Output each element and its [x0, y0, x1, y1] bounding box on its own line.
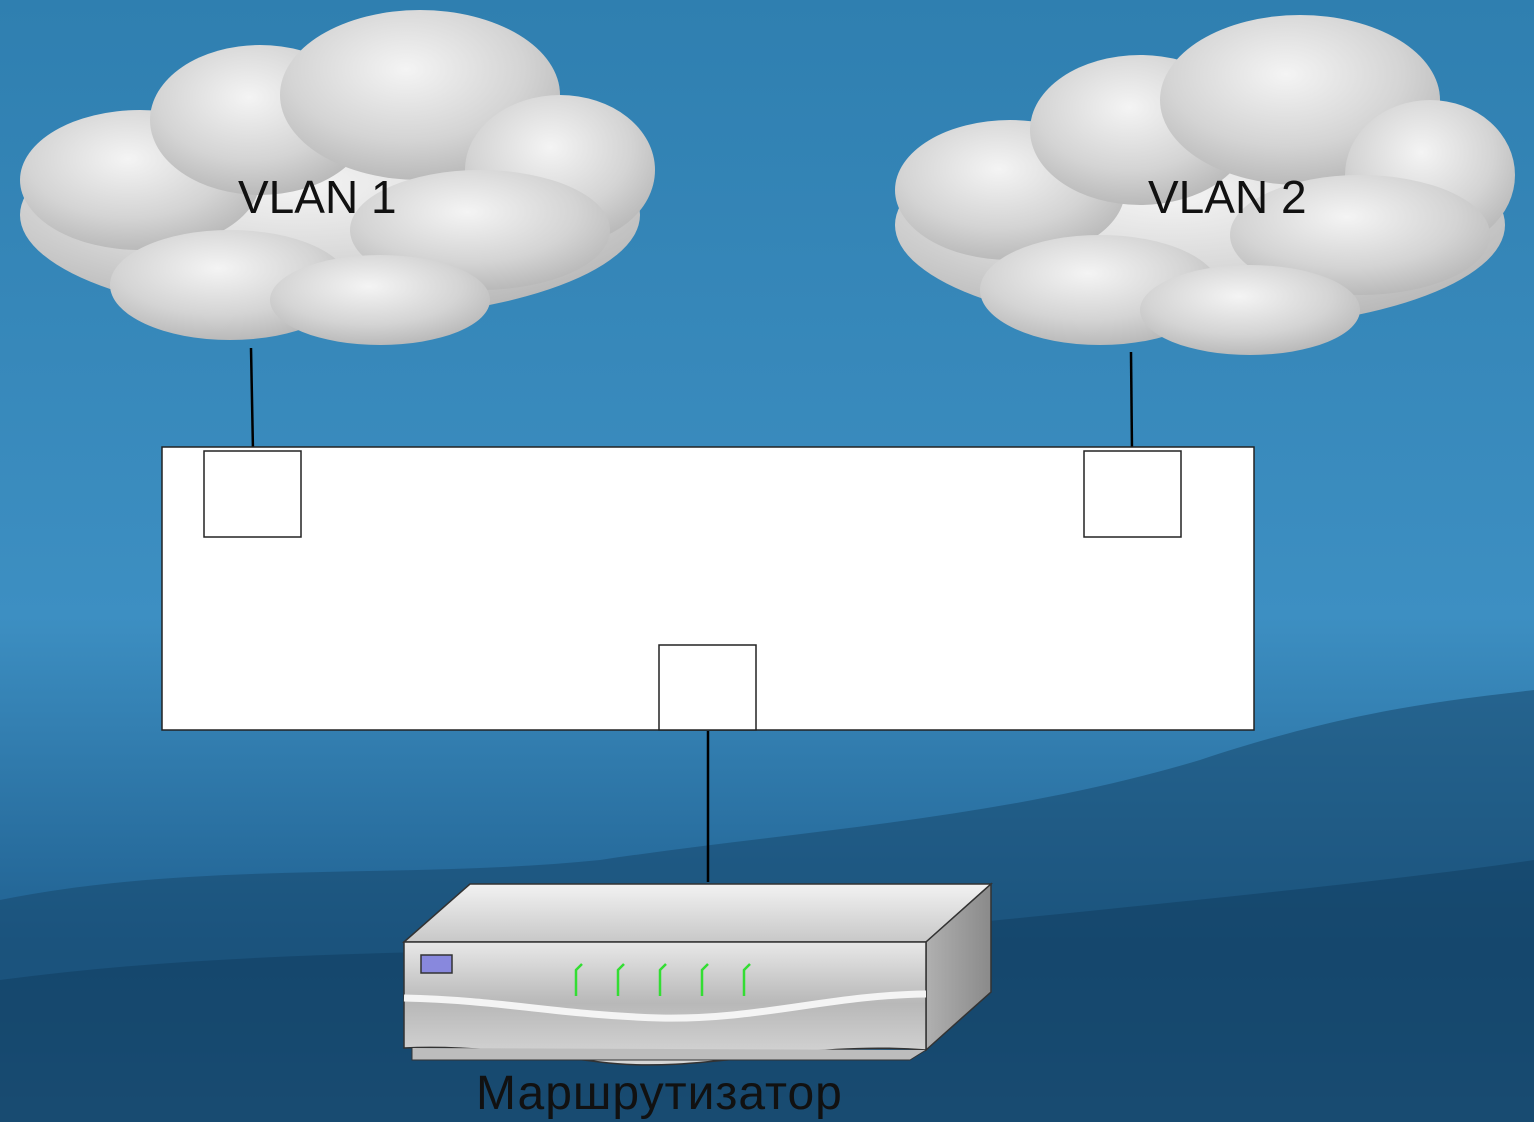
switch-port-vlan2 — [1083, 450, 1182, 538]
router-led — [742, 963, 751, 996]
router-label: Маршрутизатор — [476, 1067, 843, 1120]
vlan2-label: VLAN 2 — [1148, 171, 1307, 223]
vlan1-cloud — [20, 10, 655, 345]
router-led — [616, 963, 625, 996]
vlan2-link — [1129, 351, 1134, 452]
vlan1-label: VLAN 1 — [238, 171, 397, 223]
vlan2-cloud — [895, 15, 1515, 355]
router-led — [700, 963, 709, 996]
router-indicator — [420, 954, 453, 974]
router-icon — [402, 882, 993, 1066]
switch-port-router — [658, 644, 757, 731]
router-led — [574, 963, 583, 996]
router-led — [658, 963, 667, 996]
router-leds — [574, 963, 751, 996]
vlan1-link — [249, 347, 255, 452]
switch-port-vlan1 — [203, 450, 302, 538]
